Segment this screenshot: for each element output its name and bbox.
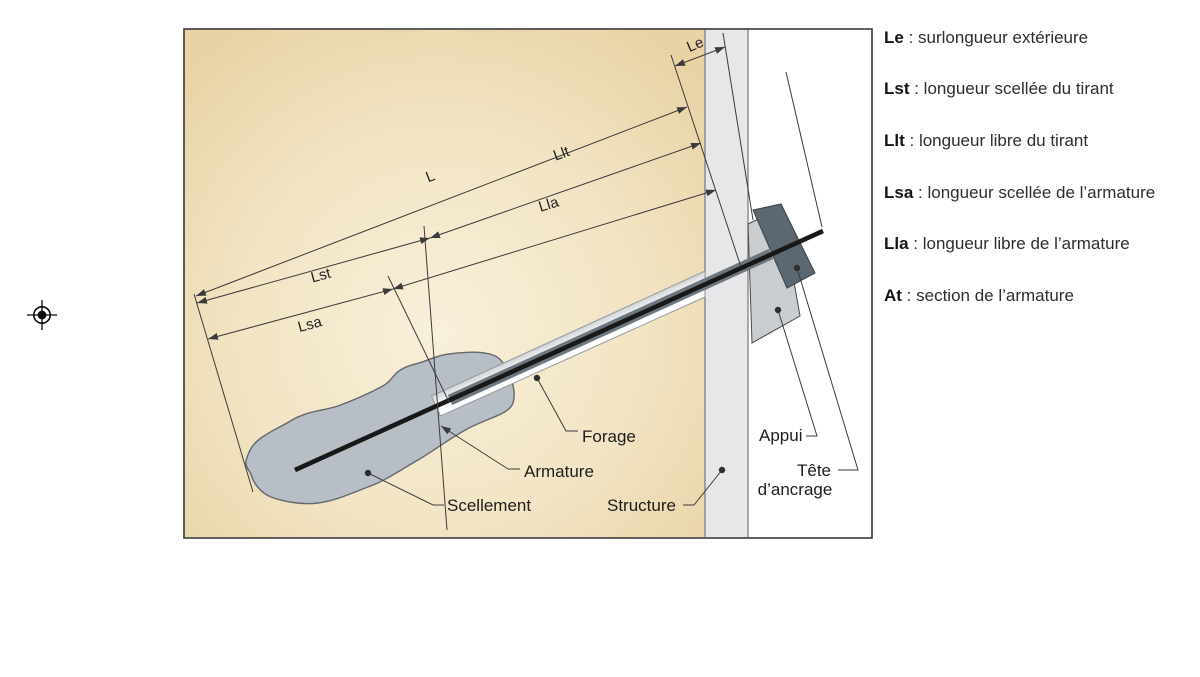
extension-wall-face [670, 54, 742, 268]
part-label-tete-line2: d’ancrage [758, 480, 833, 499]
extension-tendon-tip [785, 71, 823, 228]
legend-definition: longueur libre du tirant [918, 131, 1089, 150]
extension-deep-end [193, 293, 254, 493]
leader-dot-forage [533, 374, 541, 382]
legend-separator: : [901, 286, 917, 305]
legend-separator: : [903, 28, 919, 47]
part-label-tete-line1: Tête [797, 461, 831, 480]
legend-separator: : [909, 79, 924, 98]
leader-lines [367, 267, 859, 506]
leader-armature [440, 425, 509, 470]
part-label-forage: Forage [582, 427, 636, 446]
part-label-armature: Armature [524, 462, 594, 481]
legend-definition: surlongueur extérieure [918, 28, 1089, 47]
dim-label-Lla: Lla [537, 193, 562, 215]
leader-forage [536, 377, 578, 432]
dimension-line-Le [674, 46, 726, 67]
dim-label-Lsa: Lsa [296, 313, 324, 336]
part-label-appui: Appui [759, 426, 802, 445]
legend-item-llt: Llt : longueur libre du tirant [884, 132, 1088, 150]
armature-bar [294, 228, 824, 473]
part-label-scellement: Scellement [447, 496, 531, 515]
legend-separator: : [913, 183, 928, 202]
leader-structure [683, 469, 723, 506]
legend: Le : surlongueur extérieure Lst : longue… [884, 0, 1194, 320]
leader-scellement [367, 472, 444, 506]
legend-item-lst: Lst : longueur scellée du tirant [884, 80, 1114, 98]
diagram-frame [183, 28, 873, 539]
legend-definition: longueur libre de l’armature [922, 234, 1130, 253]
leader-dot-appui [774, 306, 782, 314]
legend-definition: section de l’armature [916, 286, 1074, 305]
legend-term: Le [884, 28, 904, 47]
leader-dots [364, 264, 801, 477]
legend-item-at: At : section de l’armature [884, 287, 1074, 305]
legend-term: Lsa [884, 183, 914, 202]
legend-term: Lst [884, 79, 910, 98]
registration-mark-icon [27, 300, 57, 330]
leader-dot-structure [718, 466, 726, 474]
extension-lines [193, 32, 823, 531]
dimension-line-Lsa [207, 288, 394, 340]
leader-dot-tete [793, 264, 801, 272]
dim-label-Le: Le [684, 34, 706, 56]
legend-term: Lla [884, 234, 909, 253]
legend-item-lsa: Lsa : longueur scellée de l’armature [884, 184, 1155, 202]
legend-separator: : [908, 234, 923, 253]
legend-definition: longueur scellée de l’armature [927, 183, 1156, 202]
legend-definition: longueur scellée du tirant [923, 79, 1114, 98]
dimension-lines [195, 46, 726, 340]
extension-head-face [722, 32, 754, 221]
legend-separator: : [904, 131, 919, 150]
dim-label-Lst: Lst [309, 265, 334, 287]
legend-item-lla: Lla : longueur libre de l’armature [884, 235, 1130, 253]
dim-label-Llt: Llt [551, 143, 572, 165]
leader-dot-scellement [364, 469, 372, 477]
legend-item-le: Le : surlongueur extérieure [884, 29, 1088, 47]
part-label-structure: Structure [607, 496, 676, 515]
leader-tete [796, 267, 859, 471]
dimension-line-Lla [392, 189, 717, 290]
legend-term: Llt [884, 131, 905, 150]
legend-term: At [884, 286, 902, 305]
leader-appui [777, 309, 818, 437]
